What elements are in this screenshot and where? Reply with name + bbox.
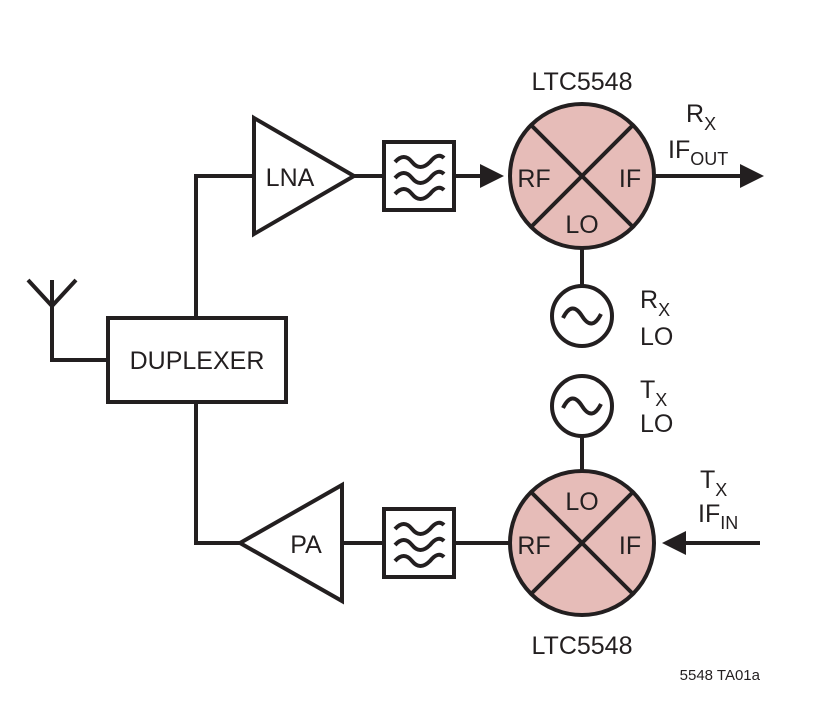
- wire-duplexer-to-pa: [194, 402, 240, 545]
- filter-icon: [393, 153, 446, 201]
- figure-id: 5548 TA01a: [680, 667, 761, 684]
- lna-label: LNA: [266, 164, 315, 192]
- tx-if-in-label-line2: IFIN: [698, 500, 738, 533]
- tx-mixer-rf-label: RF: [517, 532, 550, 560]
- rx-bandpass-filter: [382, 140, 456, 212]
- tx-if-in-label-line1: TX: [700, 466, 727, 500]
- rx-mixer-part-number: LTC5548: [532, 68, 633, 96]
- tx-mixer: LO RF IF: [508, 469, 656, 617]
- rx-lo-label-line1: RX: [640, 286, 670, 320]
- duplexer-block: DUPLEXER: [106, 316, 288, 404]
- pa-amplifier: PA: [235, 481, 344, 605]
- rx-lo-label-line2: LO: [640, 323, 673, 351]
- rx-mixer-rf-label: RF: [517, 165, 550, 193]
- tx-mixer-if-label: IF: [619, 532, 641, 560]
- pa-label: PA: [290, 531, 322, 559]
- tx-lo-oscillator: [550, 374, 614, 438]
- tx-mixer-part-number: LTC5548: [532, 632, 633, 660]
- wire-duplexer-to-lna: [194, 174, 254, 318]
- rx-if-out-label-line1: RX: [686, 100, 716, 134]
- tx-lo-label-line2: LO: [640, 410, 673, 438]
- sine-wave-icon: [561, 396, 603, 416]
- tx-lo-label-line1: TX: [640, 376, 667, 410]
- rx-lo-oscillator: [550, 284, 614, 348]
- sine-wave-icon: [561, 306, 603, 326]
- tx-mixer-lo-label: LO: [565, 488, 598, 516]
- lna-amplifier: LNA: [252, 114, 358, 238]
- rx-mixer-if-label: IF: [619, 165, 641, 193]
- rx-if-out-label-line2: IFOUT: [668, 136, 728, 169]
- tx-bandpass-filter: [382, 507, 456, 579]
- filter-icon: [393, 520, 446, 568]
- antenna-icon: [26, 278, 108, 362]
- rx-mixer: RF IF LO: [508, 102, 656, 250]
- duplexer-label: DUPLEXER: [130, 347, 265, 375]
- rx-mixer-lo-label: LO: [565, 211, 598, 239]
